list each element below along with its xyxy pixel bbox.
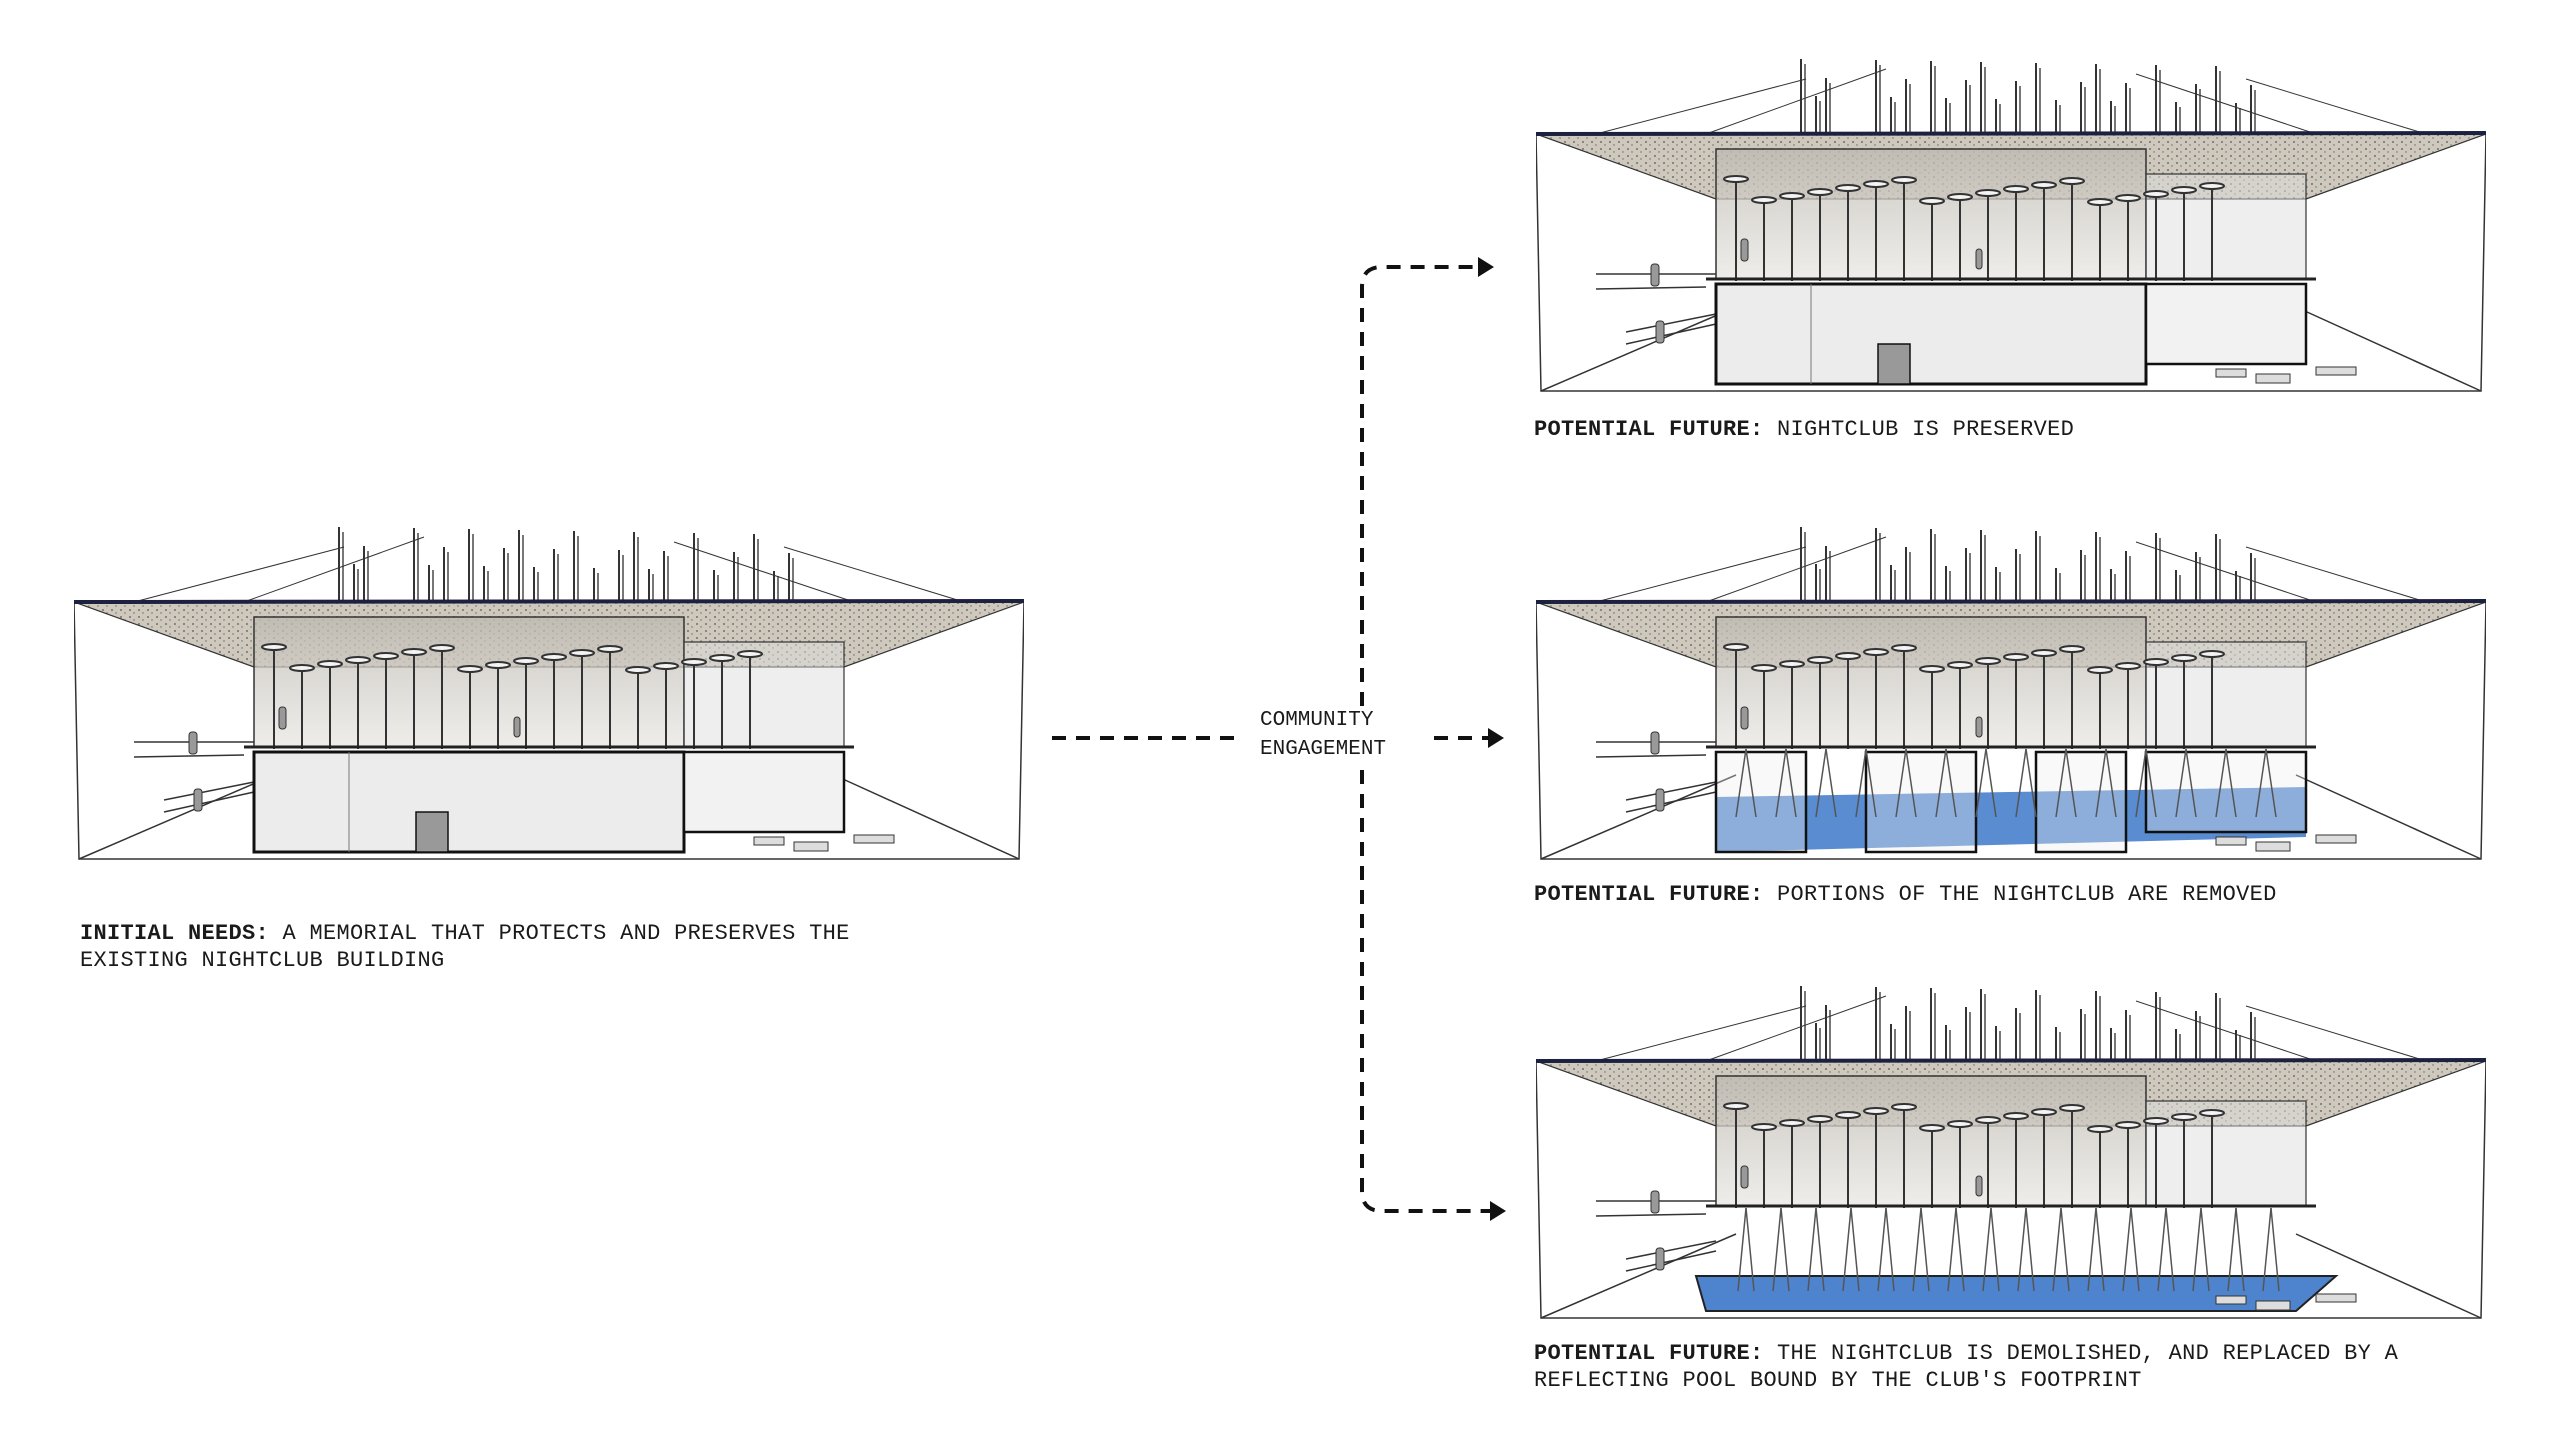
roof-line bbox=[1535, 599, 2487, 604]
sketch-future-partial-removal bbox=[1535, 517, 2487, 862]
benches bbox=[2215, 834, 2357, 852]
sketch-future-preserved bbox=[1535, 49, 2487, 394]
caption-text: PORTIONS OF THE NIGHTCLUB ARE REMOVED bbox=[1763, 882, 2277, 907]
sketch-initial-memorial bbox=[73, 517, 1025, 862]
arrowhead-middle bbox=[1488, 728, 1504, 748]
caption-label: POTENTIAL FUTURE: bbox=[1534, 882, 1764, 907]
mast-cluster bbox=[133, 527, 965, 603]
column-forest bbox=[261, 643, 763, 749]
mast-cluster bbox=[1595, 986, 2427, 1062]
building-section-sketch bbox=[1535, 59, 2487, 392]
building-section-sketch bbox=[1535, 527, 2487, 860]
nightclub-door bbox=[1877, 343, 1911, 385]
caption-text: A MEMORIAL THAT PROTECTS AND PRESERVES T… bbox=[269, 921, 850, 946]
caption-text-2: EXISTING NIGHTCLUB BUILDING bbox=[80, 948, 445, 973]
site-frame bbox=[1535, 601, 2487, 860]
caption-future-reflecting-pool: POTENTIAL FUTURE: THE NIGHTCLUB IS DEMOL… bbox=[1534, 1340, 2398, 1394]
caption-label: INITIAL NEEDS: bbox=[80, 921, 270, 946]
roof-line bbox=[73, 599, 1025, 604]
nightclub-building bbox=[252, 750, 686, 854]
mast-cluster bbox=[1595, 527, 2427, 603]
figures bbox=[188, 706, 521, 812]
figures bbox=[1650, 1165, 1983, 1271]
column-forest bbox=[1723, 1102, 2225, 1208]
building-section-sketch bbox=[73, 527, 1025, 860]
caption-future-preserved: POTENTIAL FUTURE: NIGHTCLUB IS PRESERVED bbox=[1534, 416, 2074, 443]
ce-line-1: COMMUNITY bbox=[1260, 709, 1374, 732]
benches bbox=[753, 834, 895, 852]
sketch-future-reflecting-pool bbox=[1535, 976, 2487, 1321]
benches bbox=[2215, 366, 2357, 384]
roof-line bbox=[1535, 131, 2487, 136]
building-section-sketch bbox=[1535, 986, 2487, 1319]
reflecting-pool bbox=[1694, 1275, 2339, 1312]
caption-label: POTENTIAL FUTURE: bbox=[1534, 417, 1764, 442]
benches bbox=[2215, 1293, 2357, 1311]
column-forest bbox=[1723, 175, 2225, 281]
remaining-walls bbox=[1714, 750, 2308, 854]
site-frame bbox=[1535, 133, 2487, 392]
dashed-branch-top bbox=[1360, 265, 1478, 706]
roof-line bbox=[1535, 1058, 2487, 1063]
caption-future-partial-removal: POTENTIAL FUTURE: PORTIONS OF THE NIGHTC… bbox=[1534, 881, 2277, 908]
site-frame bbox=[73, 601, 1025, 860]
caption-text-2: REFLECTING POOL BOUND BY THE CLUB'S FOOT… bbox=[1534, 1368, 2142, 1393]
mast-cluster bbox=[1595, 59, 2427, 135]
caption-initial-needs: INITIAL NEEDS: A MEMORIAL THAT PROTECTS … bbox=[80, 920, 850, 974]
nightclub-building bbox=[1714, 282, 2148, 386]
ce-line-2: ENGAGEMENT bbox=[1260, 738, 1387, 761]
nightclub-door bbox=[415, 811, 449, 853]
reflecting-pool bbox=[1716, 787, 2306, 852]
site-frame bbox=[1535, 1060, 2487, 1319]
figures bbox=[1650, 238, 1983, 344]
pool-columns bbox=[1737, 1207, 2280, 1292]
dashed-branch-bottom bbox=[1360, 770, 1490, 1213]
column-forest bbox=[1723, 643, 2225, 749]
community-engagement-label: COMMUNITY ENGAGEMENT bbox=[1260, 706, 1386, 764]
arrowhead-top bbox=[1478, 257, 1494, 277]
caption-label: POTENTIAL FUTURE: bbox=[1534, 1341, 1764, 1366]
figures bbox=[1650, 706, 1983, 812]
caption-text: THE NIGHTCLUB IS DEMOLISHED, AND REPLACE… bbox=[1763, 1341, 2399, 1366]
caption-text: NIGHTCLUB IS PRESERVED bbox=[1763, 417, 2075, 442]
arrowhead-bottom bbox=[1490, 1201, 1506, 1221]
